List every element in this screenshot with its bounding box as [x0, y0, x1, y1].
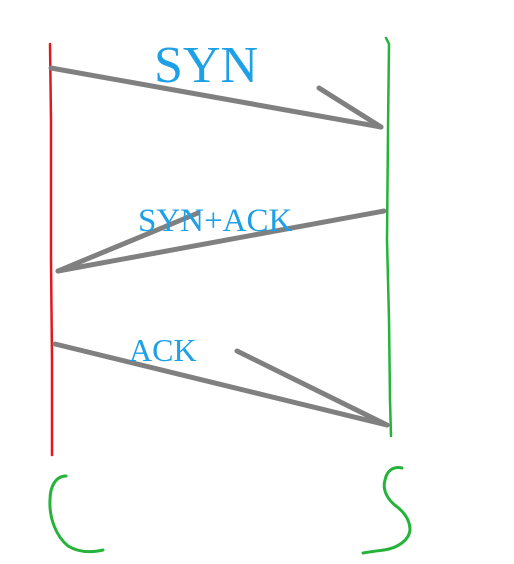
ack-arrow-shaft	[52, 341, 390, 428]
ack-arrowhead	[234, 348, 390, 428]
server-letter-s	[361, 466, 412, 555]
server-timeline	[384, 36, 393, 438]
syn-ack-arrow	[55, 208, 387, 274]
syn-arrowhead	[316, 85, 384, 130]
syn-ack-label: SYN+ACK	[138, 203, 292, 239]
client-letter-c	[48, 474, 105, 554]
syn-arrow-shaft	[48, 65, 384, 130]
syn-label: SYN	[154, 37, 258, 94]
client-timeline	[48, 42, 54, 457]
syn-ack-arrowhead	[55, 210, 201, 274]
ack-label: ACK	[129, 332, 197, 368]
syn-arrow	[48, 65, 384, 130]
syn-ack-arrow-shaft	[55, 208, 387, 274]
ack-arrow	[52, 341, 390, 428]
